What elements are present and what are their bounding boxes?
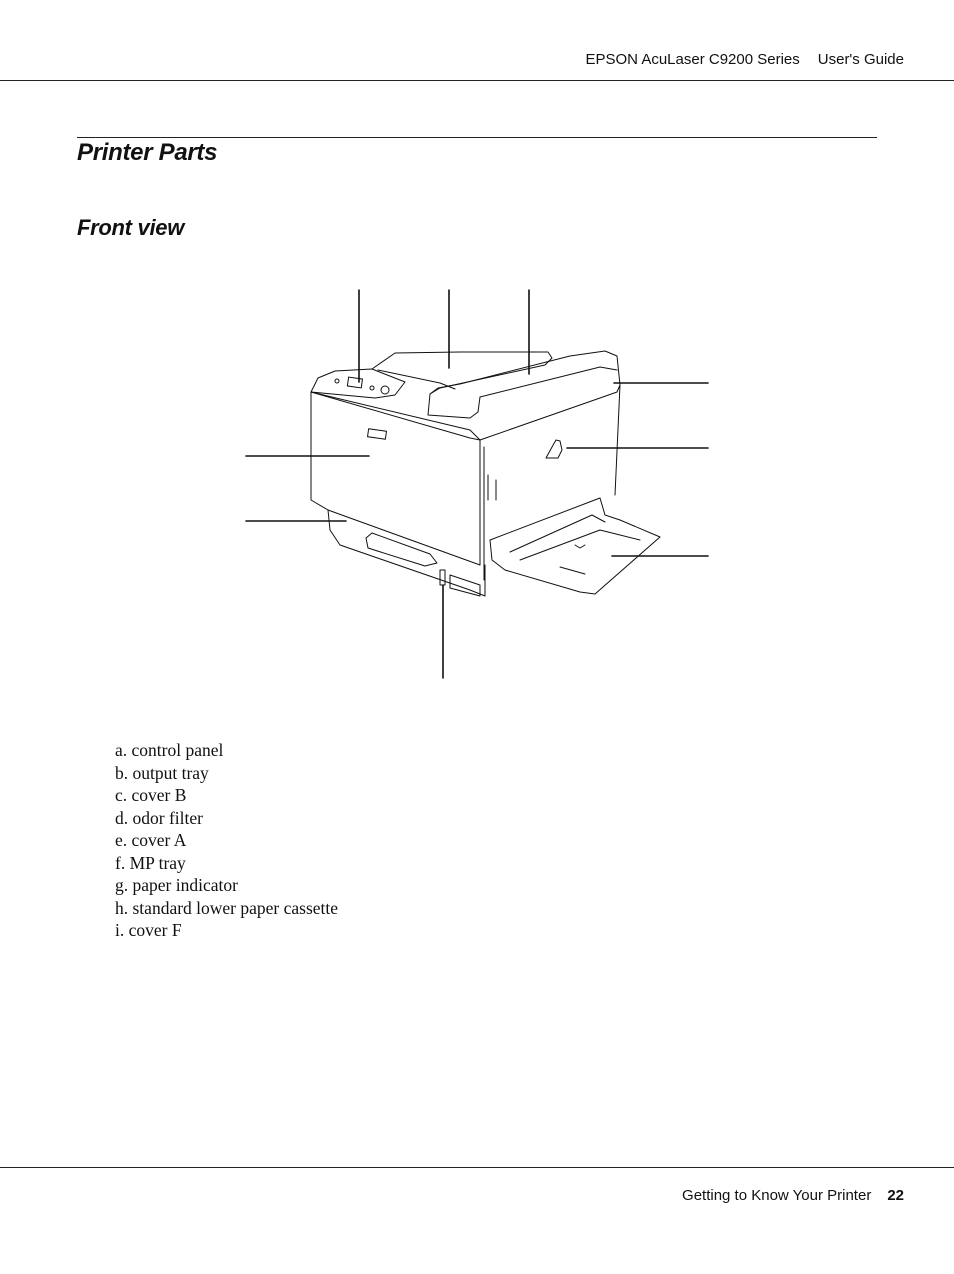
page-number: 22	[887, 1187, 904, 1204]
legend-item: c. cover B	[115, 785, 187, 805]
legend-item: f. MP tray	[115, 852, 186, 873]
section-subtitle: Front view	[77, 215, 185, 240]
legend-item: b. output tray	[115, 762, 209, 783]
running-header: EPSON AcuLaser C9200 Series User's Guide	[585, 51, 904, 68]
printer-drawing	[310, 350, 661, 597]
header-rule	[0, 80, 954, 81]
header-doc-title: User's Guide	[817, 51, 904, 68]
legend-item: h. standard lower paper cassette	[115, 897, 339, 918]
footer-rule	[0, 1167, 954, 1168]
callout-lines	[245, 289, 709, 679]
printer-front-view-figure	[240, 285, 720, 685]
legend-item: d. odor filter	[115, 807, 203, 828]
legend-item: a. control panel	[115, 740, 224, 760]
parts-legend: a. control panel b. output tray c. cover…	[115, 739, 338, 942]
legend-item: i. cover F	[115, 920, 182, 940]
header-product: EPSON AcuLaser C9200 Series	[585, 51, 800, 68]
section-rule	[77, 137, 877, 138]
footer-chapter: Getting to Know Your Printer	[682, 1187, 872, 1204]
section-title: Printer Parts	[77, 139, 218, 166]
running-footer: Getting to Know Your Printer 22	[682, 1187, 904, 1204]
legend-item: e. cover A	[115, 830, 187, 850]
legend-item: g. paper indicator	[115, 875, 238, 895]
